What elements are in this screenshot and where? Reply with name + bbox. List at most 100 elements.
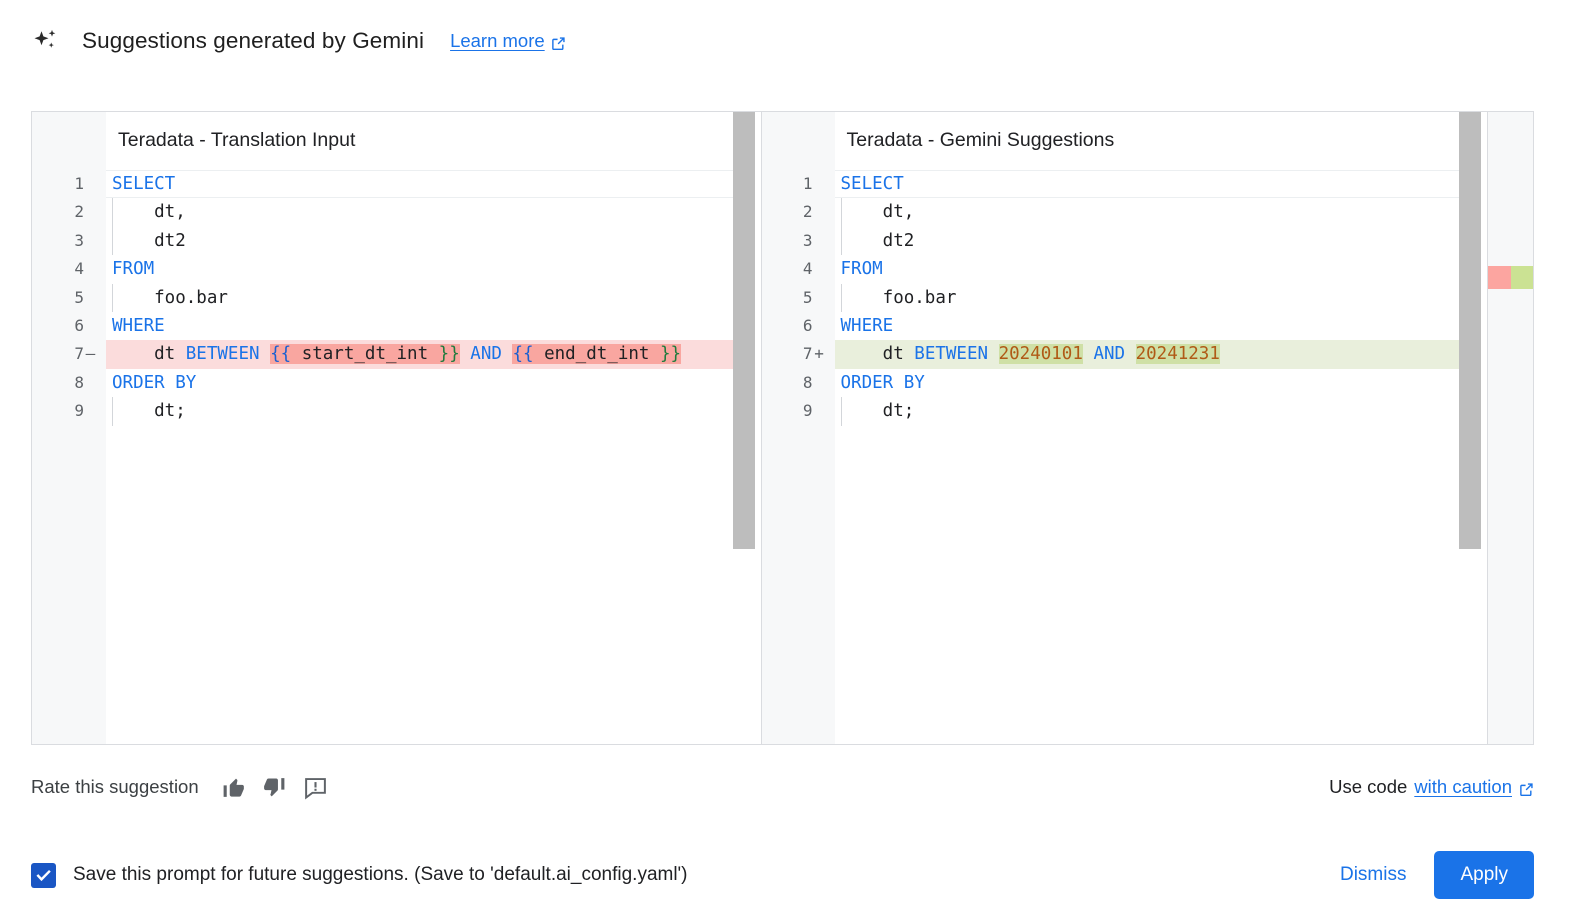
code-token: {{ — [270, 344, 292, 365]
code-line[interactable]: foo.bar — [835, 283, 1533, 312]
code-token: ORDER BY — [840, 372, 925, 393]
diff-sign: + — [814, 344, 824, 364]
code-token: AND — [470, 344, 502, 365]
rate-icon-group — [221, 775, 328, 800]
indent-guide — [840, 283, 842, 312]
dismiss-button[interactable]: Dismiss — [1322, 854, 1425, 896]
code-line[interactable]: ORDER BY — [106, 369, 761, 397]
line-number: 5 — [802, 287, 813, 307]
code-line[interactable]: dt BETWEEN {{ start_dt_int }} AND {{ end… — [106, 340, 761, 369]
code-line[interactable]: dt, — [835, 198, 1533, 227]
code-token: foo.bar — [840, 287, 957, 308]
code-token: dt; — [840, 401, 915, 422]
line-number: 9 — [802, 401, 813, 421]
line-number: 6 — [802, 315, 813, 335]
with-caution-link[interactable]: with caution — [1414, 776, 1512, 797]
code-token — [988, 344, 999, 364]
indent-guide — [112, 397, 113, 426]
code-line[interactable]: FROM — [106, 255, 761, 283]
thumb-up-icon[interactable] — [221, 775, 246, 800]
code-line[interactable]: SELECT — [835, 170, 1533, 198]
learn-more-label: Learn more — [450, 30, 545, 51]
code-line[interactable]: SELECT — [106, 170, 761, 198]
code-token — [502, 344, 513, 364]
code-token: FROM — [840, 259, 883, 280]
code-line[interactable]: ORDER BY — [835, 369, 1533, 397]
thumb-down-icon[interactable] — [262, 775, 287, 800]
line-number: 2 — [802, 202, 813, 222]
code-token — [460, 344, 471, 364]
code-token: BETWEEN — [185, 344, 260, 365]
code-token: SELECT — [840, 174, 904, 194]
code-token: dt, — [840, 202, 915, 223]
save-prompt-label: Save this prompt for future suggestions.… — [73, 864, 688, 885]
code-line[interactable]: dt2 — [835, 226, 1533, 256]
code-token: dt, — [112, 202, 186, 223]
report-feedback-icon[interactable] — [303, 775, 328, 800]
overview-ruler[interactable] — [1487, 112, 1533, 744]
page-title: Suggestions generated by Gemini — [82, 28, 425, 53]
code-token: dt2 — [112, 230, 186, 251]
code-token: {{ — [512, 344, 534, 365]
save-prompt-checkbox[interactable] — [31, 862, 56, 888]
use-code-caution: Use code with caution — [1329, 776, 1534, 798]
code-line[interactable]: dt; — [106, 397, 761, 426]
code-token — [260, 344, 271, 364]
rate-label: Rate this suggestion — [31, 776, 199, 797]
line-number: 1 — [802, 174, 813, 193]
pane-divider — [760, 112, 762, 744]
footer-bar: Save this prompt for future suggestions.… — [31, 851, 1534, 899]
line-number: 6 — [74, 315, 84, 335]
learn-more-link[interactable]: Learn more — [450, 30, 566, 52]
code-token: ORDER BY — [112, 372, 197, 393]
rate-suggestion-bar: Rate this suggestion Use code with cauti… — [31, 770, 1534, 804]
code-line[interactable]: dt, — [106, 198, 761, 227]
code-line[interactable]: FROM — [835, 255, 1533, 283]
code-line[interactable]: WHERE — [106, 312, 761, 340]
code-area-left[interactable]: Teradata - Translation Input SELECT dt, … — [106, 112, 761, 744]
code-token: }} — [659, 344, 682, 365]
sparkle-icon — [30, 26, 60, 56]
external-link-icon — [1519, 780, 1534, 796]
code-line[interactable]: foo.bar — [106, 283, 761, 312]
code-token: end_dt_int — [533, 344, 660, 365]
code-token: WHERE — [112, 315, 165, 336]
scrollbar-track-left[interactable] — [732, 112, 761, 744]
line-number: 8 — [74, 372, 84, 392]
code-line[interactable]: WHERE — [835, 312, 1533, 340]
code-token: BETWEEN — [914, 344, 989, 365]
scrollbar-thumb-left[interactable] — [732, 112, 755, 549]
use-code-label: Use code — [1329, 776, 1408, 797]
pane-title-left: Teradata - Translation Input — [118, 129, 356, 151]
code-token: AND — [1093, 344, 1126, 365]
code-area-right[interactable]: Teradata - Gemini Suggestions SELECT dt,… — [834, 112, 1533, 744]
code-line[interactable]: dt BETWEEN 20240101 AND 20241231 — [834, 340, 1533, 369]
code-token: WHERE — [840, 315, 894, 336]
ruler-mark-added — [1511, 266, 1533, 289]
apply-button[interactable]: Apply — [1434, 851, 1534, 899]
indent-guide — [112, 198, 113, 227]
code-line[interactable]: dt2 — [106, 226, 761, 256]
line-number: 4 — [802, 259, 813, 279]
checkmark-icon — [36, 869, 51, 881]
line-number: 1 — [74, 174, 84, 193]
code-token: dt — [840, 344, 915, 365]
line-number: 5 — [74, 287, 84, 307]
code-token: start_dt_int — [291, 344, 439, 365]
indent-guide — [840, 226, 842, 256]
scrollbar-thumb-right[interactable] — [1459, 112, 1481, 549]
code-token: dt2 — [840, 230, 915, 251]
code-line[interactable]: dt; — [835, 397, 1533, 426]
scrollbar-track-right[interactable] — [1459, 112, 1487, 744]
code-token: }} — [438, 344, 460, 365]
suggestions-header: Suggestions generated by Gemini Learn mo… — [30, 26, 566, 56]
code-token: 20240101 — [998, 344, 1083, 365]
